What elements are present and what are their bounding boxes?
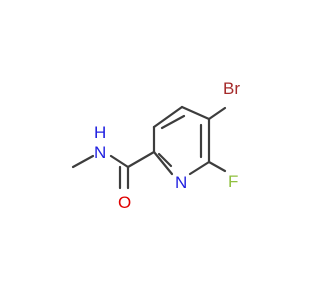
bond-n-methyl bbox=[71, 154, 95, 169]
bond-c6-n bbox=[188, 160, 211, 176]
molecule-canvas: Br F N N H O bbox=[71, 79, 241, 212]
bond-c3-c4-inner bbox=[160, 114, 186, 130]
bond-c3-c4 bbox=[152, 105, 184, 129]
atom-label-n-amide: N bbox=[94, 143, 106, 162]
bond-carbonyl-n bbox=[109, 154, 130, 169]
atom-label-o: O bbox=[118, 193, 131, 212]
bond-n-c2 bbox=[152, 150, 174, 176]
atom-label-h-amide: H bbox=[94, 123, 106, 142]
atom-label-n-ring: N bbox=[175, 173, 187, 192]
bond-c4-c5 bbox=[180, 105, 211, 121]
atom-label-br: Br bbox=[223, 79, 240, 98]
bond-c5-br bbox=[207, 106, 227, 121]
bond-c2-carbonyl bbox=[126, 150, 156, 169]
atom-label-f: F bbox=[228, 172, 238, 191]
bond-c6-f bbox=[207, 160, 227, 173]
molecule-structure: Br F N N H O bbox=[71, 79, 240, 212]
bond-n-c2-inner bbox=[157, 152, 173, 168]
